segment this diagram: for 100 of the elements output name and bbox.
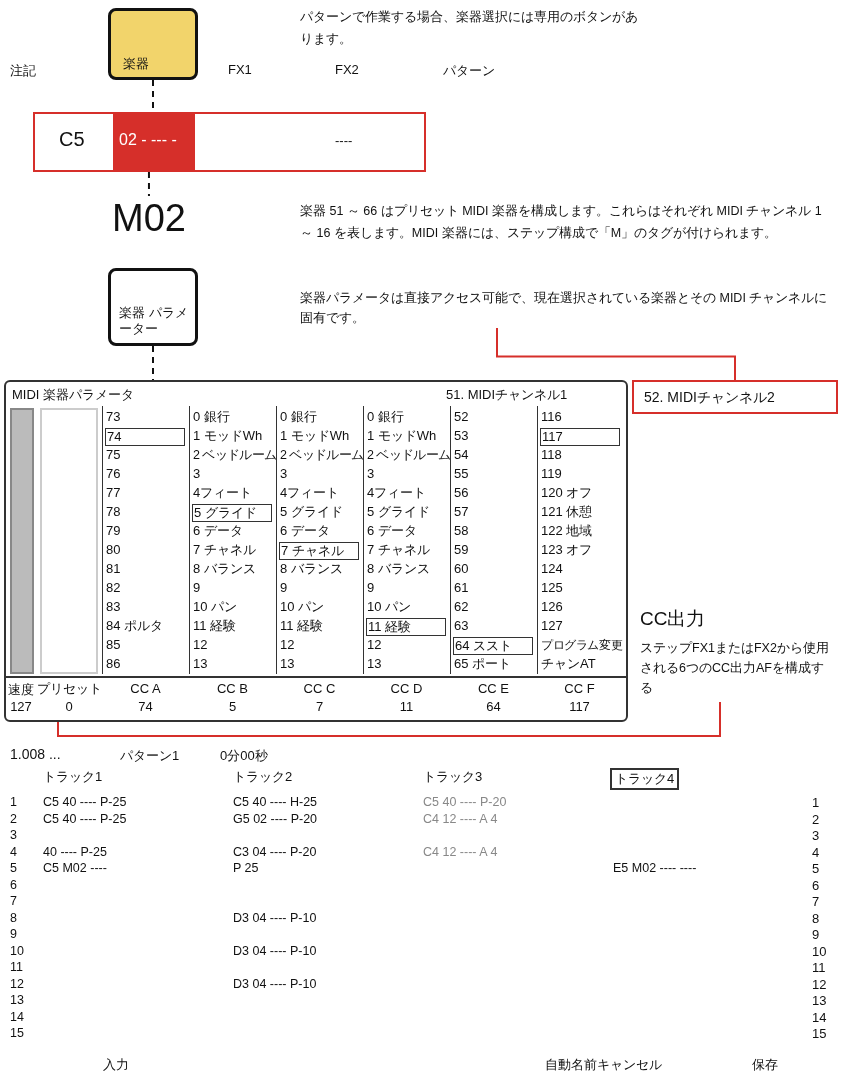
step-number: 15	[10, 1026, 24, 1041]
list-item: 9	[279, 580, 289, 596]
list-item: 86	[105, 656, 122, 672]
list-item: 65 ポート	[453, 656, 513, 672]
list-item: 11 経験	[192, 618, 238, 634]
step-number: 12	[10, 976, 24, 992]
parameter-value: 5	[227, 699, 238, 714]
step-number: 11	[10, 960, 23, 975]
list-item: 77	[105, 485, 122, 501]
step-entry: C5 M02 ----	[43, 861, 107, 876]
list-item: 58	[453, 523, 470, 539]
list-item: 6 データ	[192, 523, 244, 539]
list-item: 6 データ	[279, 523, 331, 539]
list-item: 76	[105, 466, 122, 482]
list-item: 116	[540, 409, 563, 425]
note-text: ----	[335, 133, 353, 148]
list-item: 11 経験	[279, 618, 325, 634]
list-item: 13	[279, 656, 296, 672]
step-number: 2	[10, 811, 17, 827]
step-number: 15	[812, 1026, 827, 1041]
list-item: 122 地域	[540, 523, 594, 539]
list-item: 7 チャネル	[192, 542, 257, 558]
tab-label: パターン	[443, 62, 495, 80]
list-item: 55	[453, 466, 470, 482]
step-number: 5	[10, 861, 17, 876]
list-item: 2 ベッドルーム	[192, 447, 278, 463]
list-item: 2 ベッドルーム	[279, 447, 365, 463]
list-item: 60	[453, 561, 470, 577]
list-item: 57	[453, 504, 470, 520]
list-item: 126	[540, 599, 564, 615]
step-number: 3	[812, 828, 820, 843]
step-entry: 40 ---- P-25	[43, 844, 107, 860]
parameter-value: 7	[314, 699, 325, 714]
step-number: 4	[10, 844, 17, 860]
list-item: 127	[540, 618, 564, 634]
parameter-value: 64	[485, 699, 502, 714]
step-number: 14	[10, 1009, 24, 1025]
list-item: 5 グライド	[279, 504, 344, 520]
list-item: 7 チャネル	[366, 542, 431, 558]
list-item: 118	[540, 447, 563, 463]
step-number: 1	[10, 795, 17, 810]
parameter-value: 74	[137, 699, 154, 714]
description-text: 楽器パラメータは直接アクセス可能で、現在選択されている楽器とその MIDI チャンネルに固有です。	[300, 288, 840, 328]
step-number: 4	[812, 844, 820, 860]
list-item: 52	[453, 409, 470, 425]
list-item: 79	[105, 523, 122, 539]
list-item: 6 データ	[366, 523, 418, 539]
menu-label: 入力	[103, 1056, 129, 1074]
list-item: 8 バランス	[279, 561, 344, 577]
list-item: 3	[192, 466, 202, 482]
list-item: 117	[540, 428, 620, 446]
list-item: 3	[279, 466, 289, 482]
parameter-value: 0	[64, 699, 74, 714]
track-header: トラック1	[42, 768, 104, 786]
list-item: 0 銀行	[366, 409, 405, 425]
button-label: 楽器	[123, 55, 149, 73]
track-header: トラック4	[610, 768, 680, 790]
value-text: M02	[112, 196, 186, 240]
list-item: 1 モッドWh	[366, 428, 438, 444]
step-number: 8	[812, 910, 820, 926]
step-number: 12	[812, 976, 827, 992]
panel-title: MIDI 楽器パラメータ	[12, 386, 135, 404]
step-entry: C5 40 ---- P-25	[43, 795, 127, 810]
dashed-line	[147, 171, 150, 197]
time-display: 0分00秒	[220, 747, 268, 765]
parameter-panel	[4, 380, 628, 722]
list-item: 74	[105, 428, 185, 446]
step-number: 10	[812, 943, 827, 959]
step-number: 10	[10, 943, 24, 959]
list-item: 11 経験	[366, 618, 446, 636]
list-item: 125	[540, 580, 564, 596]
step-entry: D3 04 ---- P-10	[233, 976, 317, 992]
menu-label: 保存	[752, 1056, 778, 1074]
list-item: 1 モッドWh	[192, 428, 264, 444]
tab-label: FX2	[335, 62, 359, 77]
note-text: C5	[59, 128, 85, 151]
parameter-label: CC D	[389, 681, 424, 696]
parameter-value: 117	[568, 699, 591, 714]
parameter-label: CC B	[215, 681, 250, 696]
list-item: 10 パン	[366, 599, 413, 615]
list-item: 120 オフ	[540, 485, 594, 501]
tab-label: 注記	[10, 62, 36, 80]
channel-box	[632, 380, 838, 414]
list-item: 10 パン	[192, 599, 239, 615]
position-display: 1.008 ...	[10, 746, 61, 762]
list-item: 62	[453, 599, 470, 615]
parameter-label: 速度	[7, 681, 35, 699]
list-item: 73	[105, 409, 122, 425]
list-item: 53	[453, 428, 470, 444]
step-entry: C4 12 ---- A 4	[423, 811, 498, 827]
list-item: 3	[366, 466, 376, 482]
list-item: 75	[105, 447, 122, 463]
list-item: 8 バランス	[192, 561, 257, 577]
description-text: ステップFX1またはFX2から使用される6つのCC出力AFを構成する	[640, 640, 830, 697]
list-item: 8 バランス	[366, 561, 431, 577]
list-box	[40, 408, 98, 674]
list-item: 123 オフ	[540, 542, 594, 558]
list-item: 85	[105, 637, 122, 653]
list-item: 5 グライド	[192, 504, 272, 522]
note-bar	[33, 112, 426, 172]
